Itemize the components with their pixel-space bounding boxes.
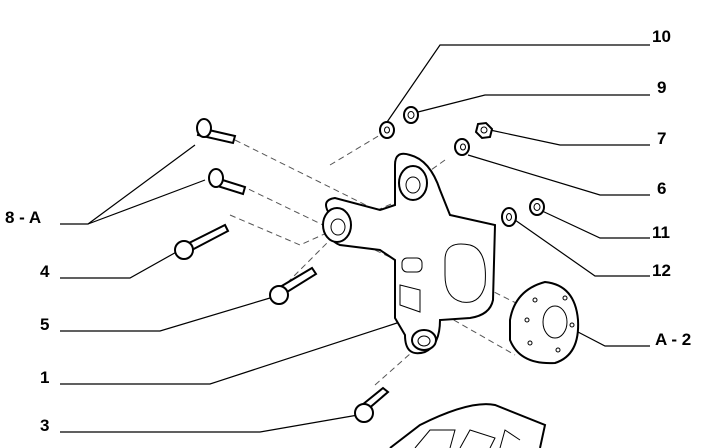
washer-6 xyxy=(454,138,470,156)
callout-6: 6 xyxy=(657,179,667,198)
bolt-3 xyxy=(354,386,390,423)
washer-10 xyxy=(379,121,395,139)
callout-4: 4 xyxy=(40,262,50,281)
callout-12: 12 xyxy=(652,261,671,280)
callout-9: 9 xyxy=(657,78,667,97)
nut-11 xyxy=(529,198,545,216)
steering-knuckle-1 xyxy=(322,152,497,355)
callout-10: 10 xyxy=(652,27,671,46)
callout-1: 1 xyxy=(40,368,50,387)
callout-7: 7 xyxy=(657,129,667,148)
callout-3: 3 xyxy=(40,416,50,435)
callout-A-2: A - 2 xyxy=(655,330,692,349)
bolt-4 xyxy=(174,223,230,260)
callout-5: 5 xyxy=(40,315,50,334)
nut-9 xyxy=(403,106,419,124)
nut-7 xyxy=(474,121,494,140)
leader-lines xyxy=(60,44,650,433)
callout-11: 11 xyxy=(652,223,670,242)
bolt-5 xyxy=(269,266,318,305)
brake-backing-plate xyxy=(389,403,547,448)
bolt-8a-upper xyxy=(196,118,237,145)
callout-8-A: 8 - A xyxy=(5,208,42,227)
washer-12 xyxy=(501,207,517,227)
bolt-8a-lower xyxy=(208,168,247,196)
wheel-hub-A-2 xyxy=(509,280,580,365)
